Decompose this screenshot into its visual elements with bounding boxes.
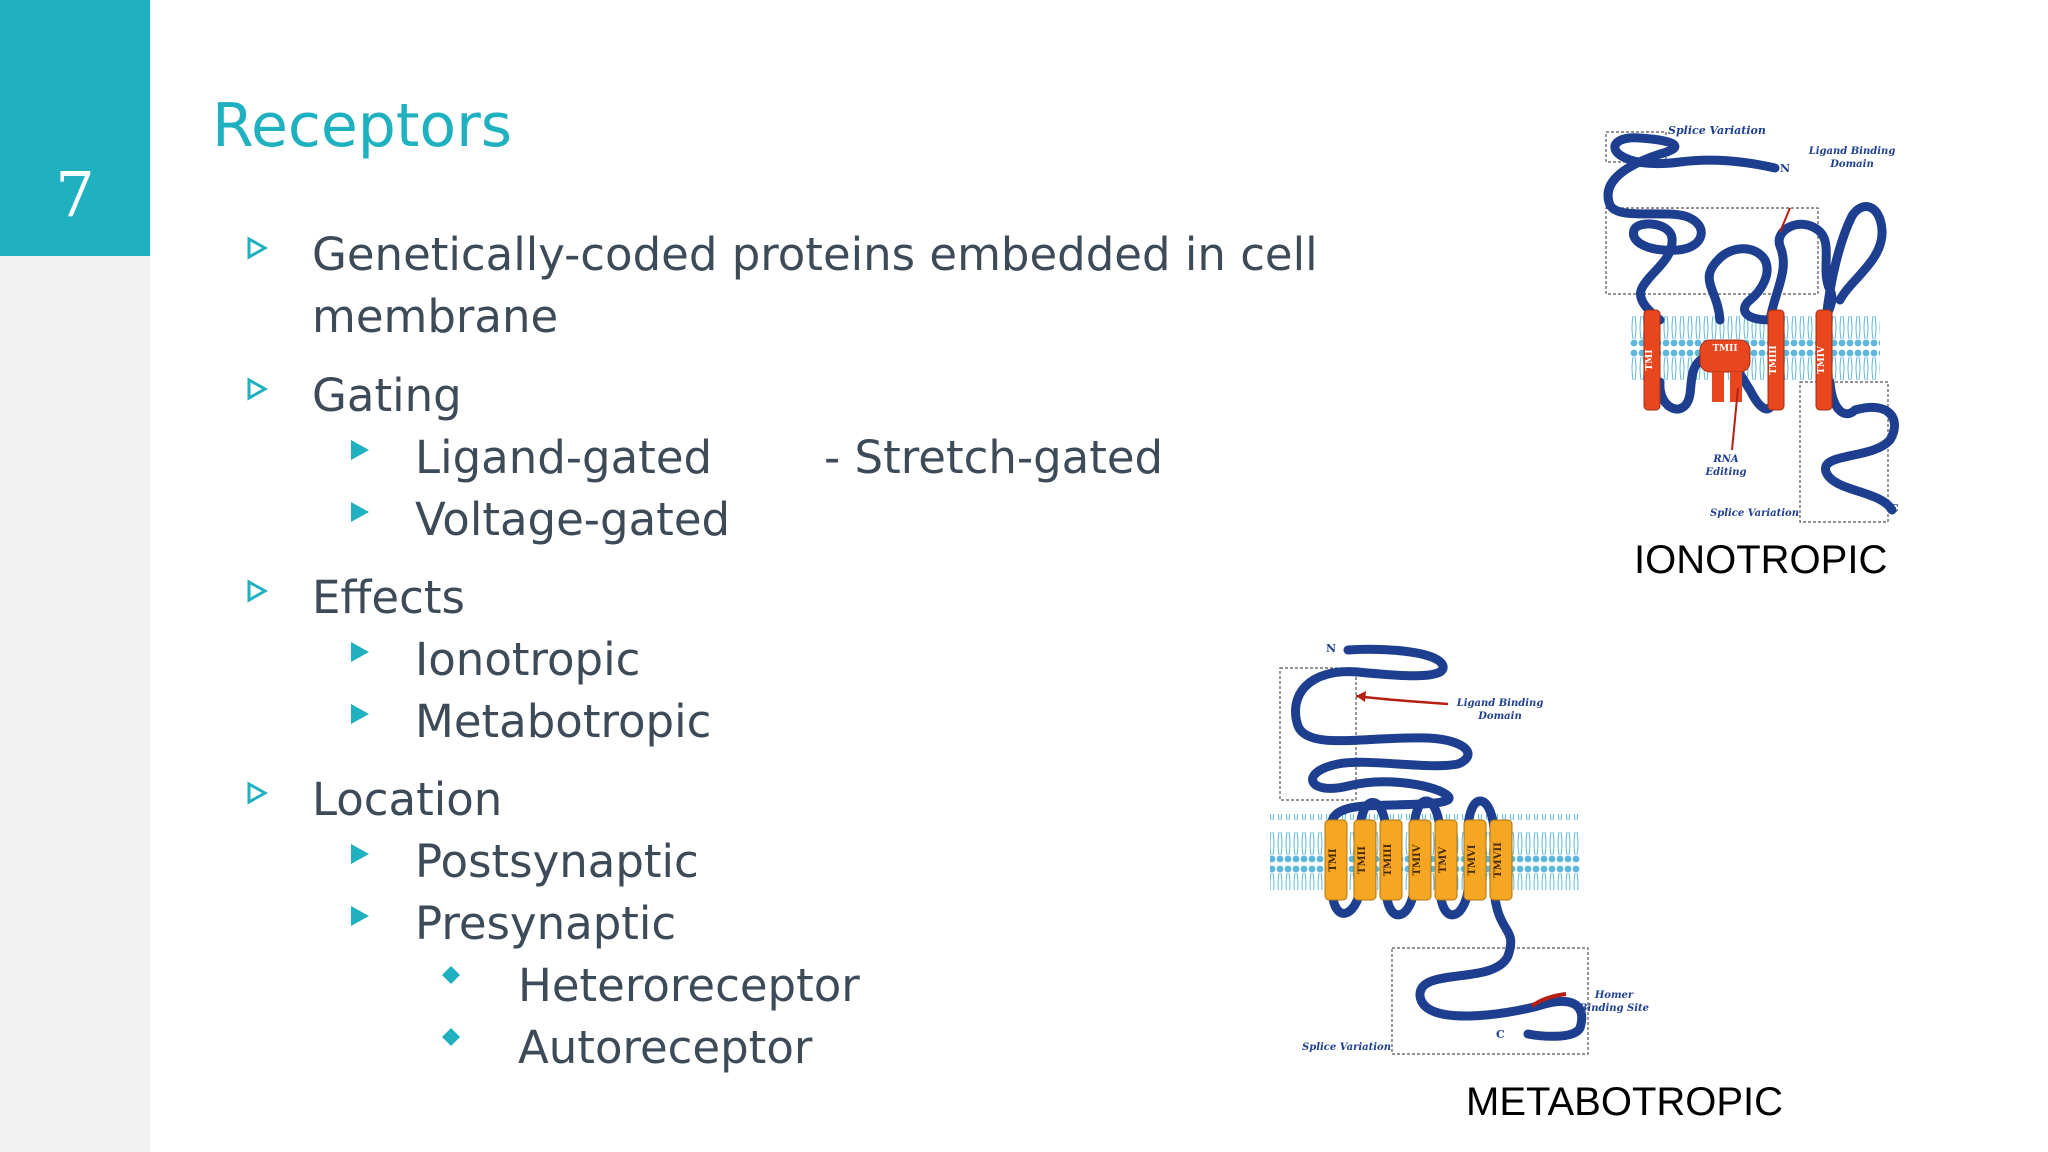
bullet-marker-autoreceptor bbox=[442, 1028, 460, 1046]
metabotropic-chain bbox=[1291, 644, 1587, 1041]
bullet-effects: Effects bbox=[312, 571, 465, 624]
met-tm6-label: TMVI bbox=[1467, 844, 1478, 875]
ionotropic-caption: IONOTROPIC bbox=[1634, 538, 1888, 582]
bullet-marker-ligand bbox=[351, 440, 369, 460]
met-tm1-label: TMI bbox=[1328, 848, 1339, 872]
ion-tm3-label: TMIII bbox=[1769, 345, 1779, 374]
bullet-marker-metabotropic bbox=[351, 704, 369, 724]
bullet-marker-postsynaptic bbox=[351, 844, 369, 864]
bullet-marker-gating bbox=[247, 377, 268, 401]
bullet-metabotropic: Metabotropic bbox=[415, 695, 712, 748]
met-tm7-label: TMVII bbox=[1493, 842, 1504, 878]
ion-ligand-label-2: Domain bbox=[1829, 159, 1873, 170]
met-tm3-label: TMIII bbox=[1383, 843, 1394, 876]
slide-title: Receptors bbox=[212, 91, 513, 161]
ion-splice-top-label: Splice Variation bbox=[1668, 124, 1766, 137]
bullet-genetic-cont: membrane bbox=[312, 290, 559, 343]
met-homer-label-2: Binding Site bbox=[1578, 1003, 1649, 1014]
ion-splice-bottom-label: Splice Variation bbox=[1710, 508, 1799, 519]
slide-number-box: 7 bbox=[0, 0, 150, 256]
bullet-marker-voltage bbox=[351, 502, 369, 522]
met-c-label: C bbox=[1496, 1028, 1505, 1041]
bullet-stretch-gated: - Stretch-gated bbox=[824, 431, 1164, 484]
bullet-heteroreceptor: Heteroreceptor bbox=[518, 959, 860, 1012]
bullet-genetic: Genetically-coded proteins embedded in c… bbox=[312, 228, 1318, 281]
met-tm2-label: TMII bbox=[1357, 846, 1368, 874]
met-ligand-label-1: Ligand Binding bbox=[1456, 698, 1544, 709]
met-tm5-label: TMV bbox=[1438, 847, 1449, 874]
metabotropic-diagram: TMI TMII TMIII TMIV TMV TMVI TMVII N Lig… bbox=[1270, 642, 1649, 1055]
ion-rna-label-1: RNA bbox=[1712, 454, 1738, 465]
metabotropic-caption: METABOTROPIC bbox=[1466, 1080, 1784, 1124]
bullet-marker-ionotropic bbox=[351, 642, 369, 662]
ion-c-label: C bbox=[1890, 502, 1899, 515]
bullet-ligand-gated: Ligand-gated bbox=[415, 431, 713, 484]
met-ligand-label-2: Domain bbox=[1477, 711, 1521, 722]
ion-tm2-label: TMII bbox=[1712, 344, 1737, 354]
met-homer-label-1: Homer bbox=[1594, 990, 1634, 1001]
ion-rna-label-2: Editing bbox=[1704, 467, 1746, 478]
bullet-marker-heteroreceptor bbox=[442, 966, 460, 984]
ion-ligand-label-1: Ligand Binding bbox=[1808, 146, 1896, 157]
ion-n-label: N bbox=[1780, 162, 1790, 175]
bullet-postsynaptic: Postsynaptic bbox=[415, 835, 699, 888]
met-n-label: N bbox=[1326, 642, 1336, 655]
met-splice-label: Splice Variation bbox=[1302, 1042, 1391, 1053]
bullet-location: Location bbox=[312, 773, 503, 826]
bullet-marker-effects bbox=[247, 579, 268, 603]
bullet-ionotropic: Ionotropic bbox=[415, 633, 641, 686]
ion-tm1-label: TMI bbox=[1645, 350, 1655, 371]
met-tm4-label: TMIV bbox=[1412, 844, 1423, 875]
ionotropic-diagram: TMI TMII TMIII TMIV Splice Variation N L… bbox=[1603, 124, 1899, 523]
bullet-voltage-gated: Voltage-gated bbox=[415, 493, 731, 546]
slide-number: 7 bbox=[55, 158, 95, 231]
ion-tm4-label: TMIV bbox=[1817, 345, 1827, 374]
bullet-presynaptic: Presynaptic bbox=[415, 897, 677, 950]
bullet-marker-genetic bbox=[247, 236, 268, 260]
bullet-marker-presynaptic bbox=[351, 906, 369, 926]
bullet-autoreceptor: Autoreceptor bbox=[518, 1021, 813, 1074]
bullet-marker-location bbox=[247, 781, 268, 805]
bullet-gating: Gating bbox=[312, 369, 462, 422]
